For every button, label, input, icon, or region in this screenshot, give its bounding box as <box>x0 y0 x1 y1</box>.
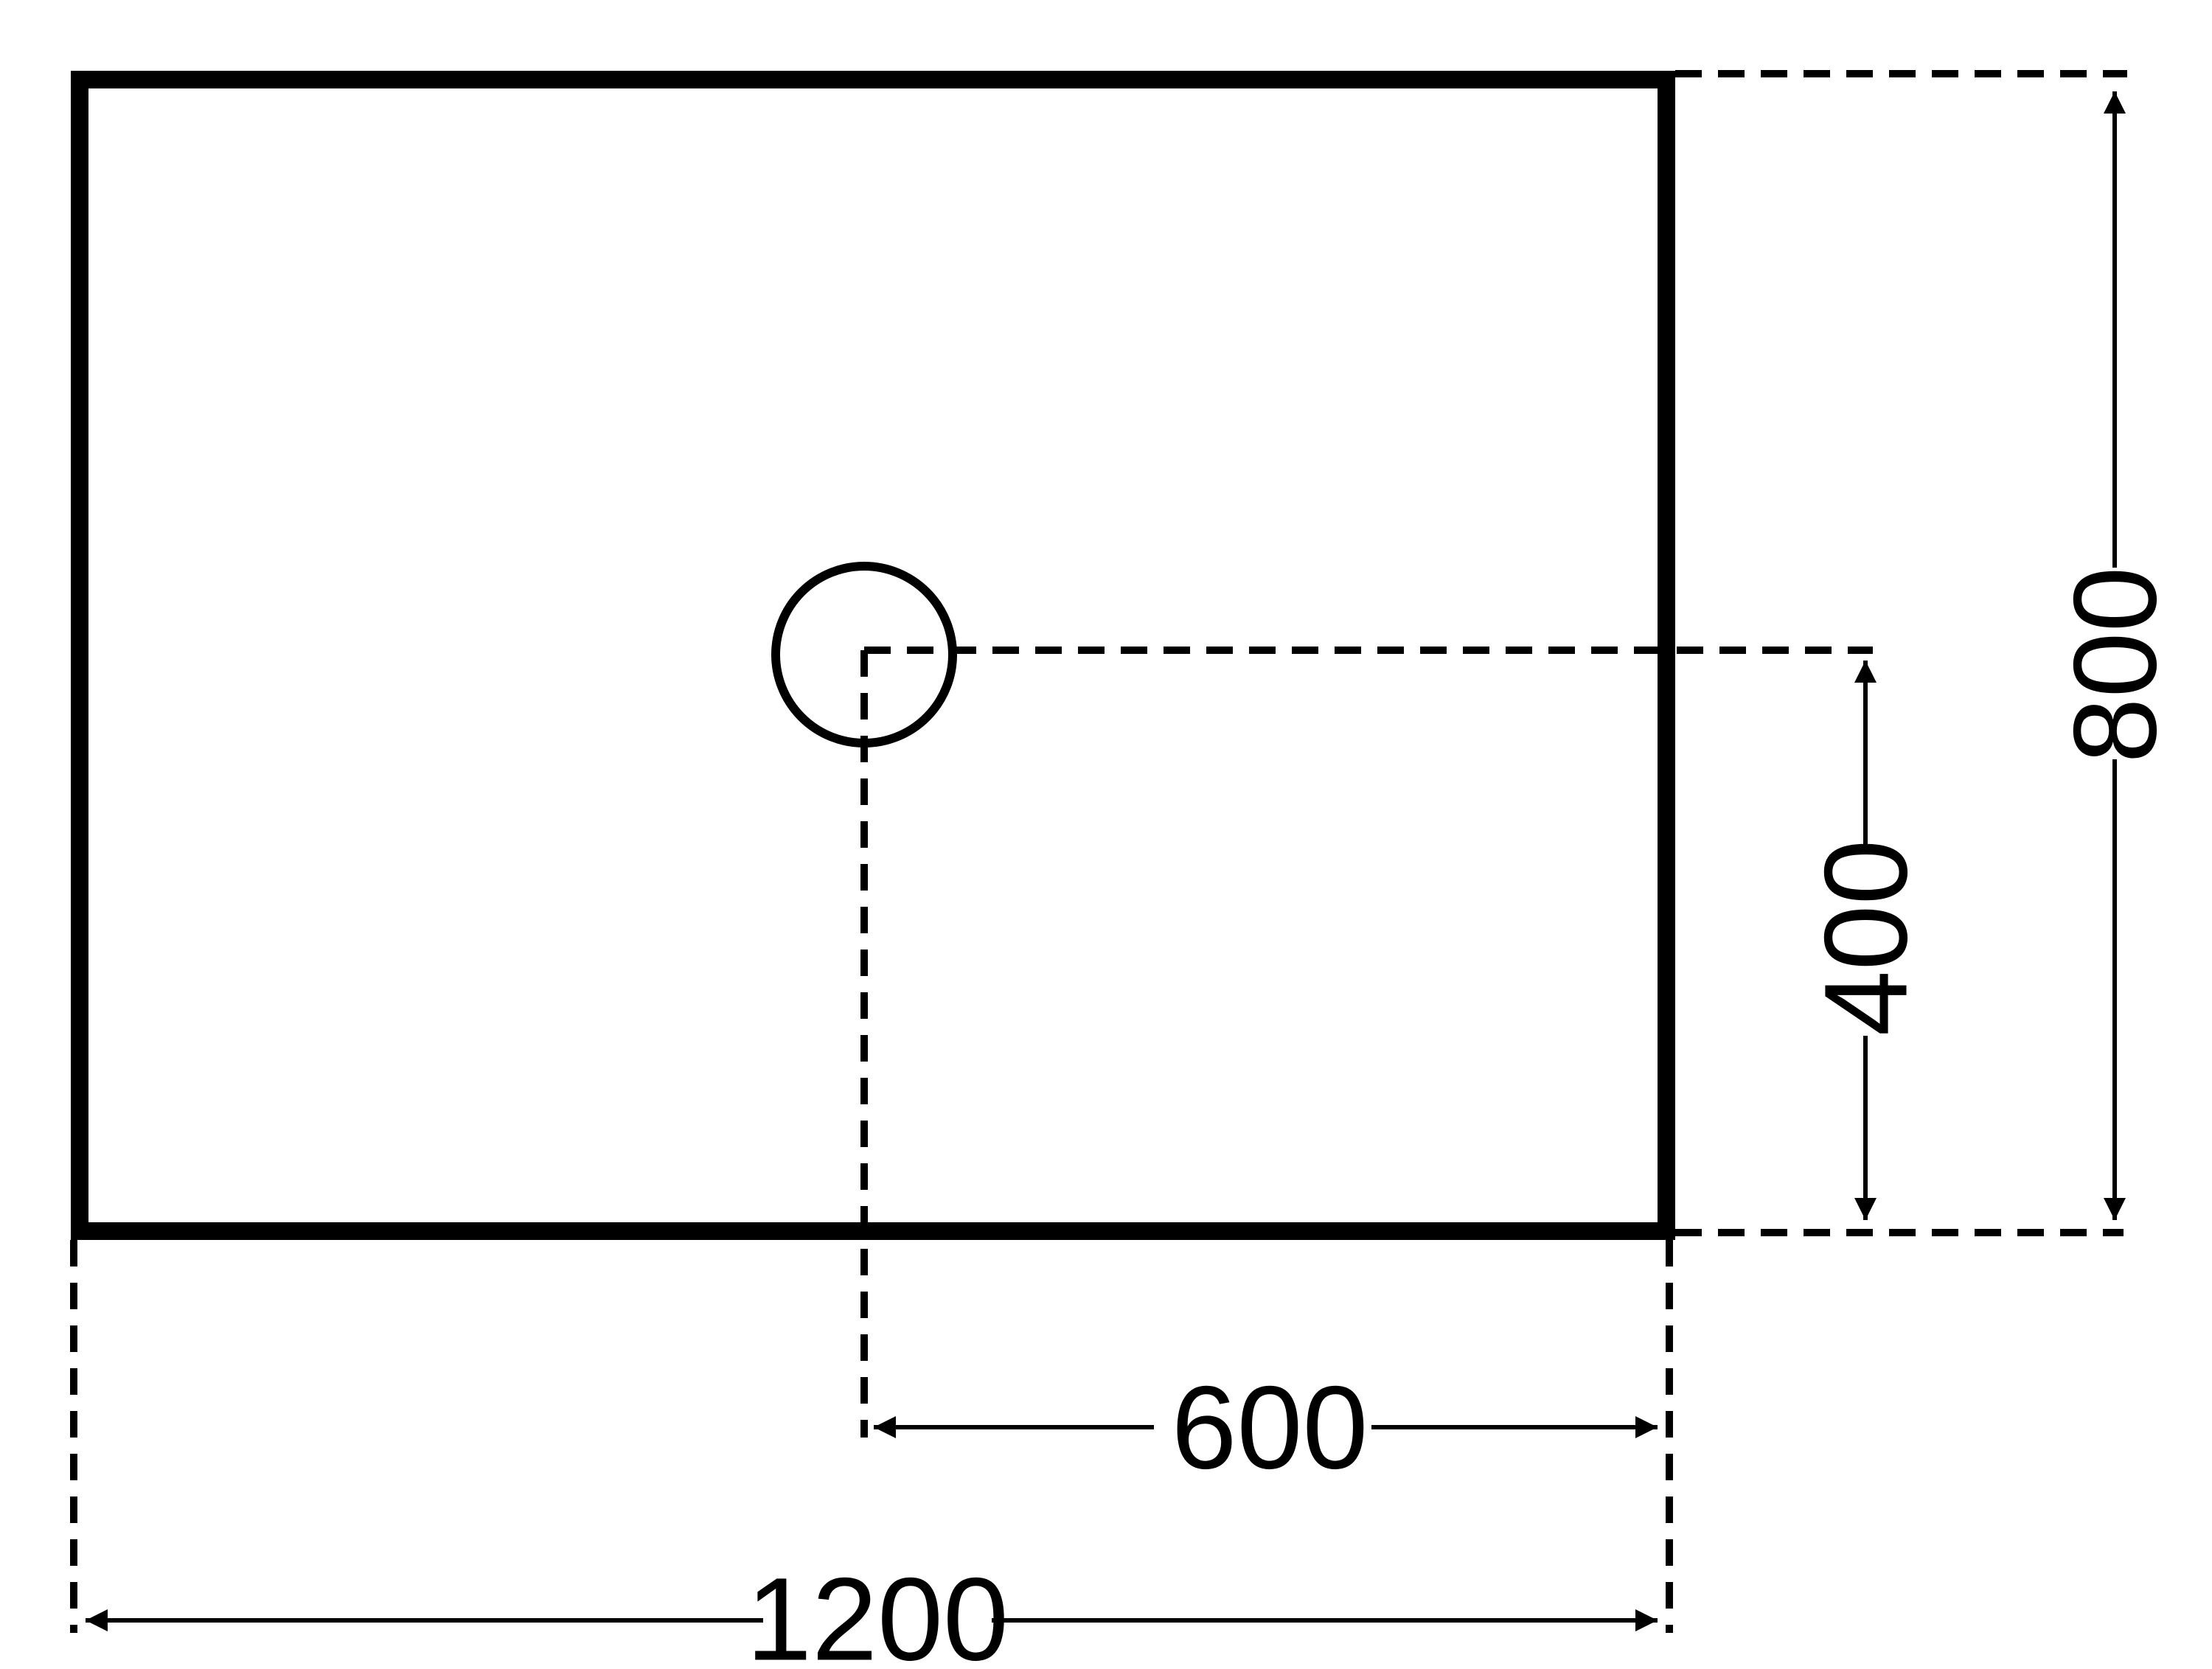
dimension-hole-x-label: 600 <box>1172 1362 1368 1494</box>
plate-outline <box>71 71 1675 1240</box>
dimension-width-label: 1200 <box>746 1553 1009 1669</box>
hole-reference-lines <box>860 647 1873 1438</box>
extension-lines <box>70 70 2127 1633</box>
dimension-height-label: 800 <box>2049 567 2181 764</box>
dimension-hole-y-label: 400 <box>1800 840 1932 1036</box>
